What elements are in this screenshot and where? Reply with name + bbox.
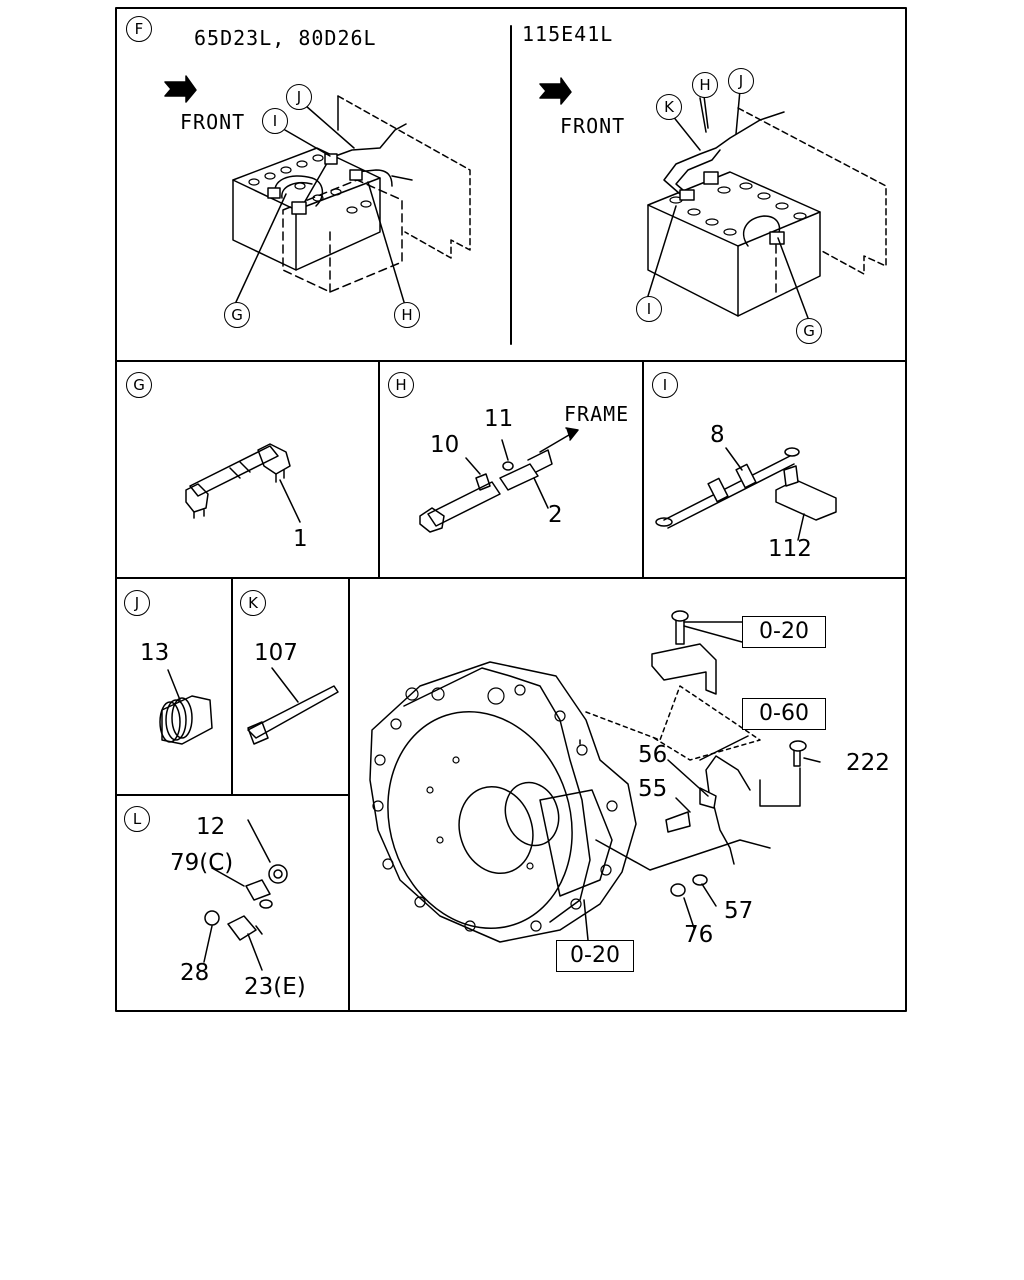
cable-g-drawing bbox=[185, 443, 301, 523]
front-label-right: FRONT bbox=[560, 114, 626, 138]
parts-l-drawing bbox=[203, 819, 288, 971]
section-mark-k: K bbox=[240, 590, 266, 616]
callout-g-right: G bbox=[796, 318, 822, 344]
grommet-j-drawing bbox=[159, 669, 213, 745]
part-number-8: 8 bbox=[710, 422, 725, 448]
callout-g-left: G bbox=[224, 302, 250, 328]
section-mark-l: L bbox=[124, 806, 150, 832]
tie-k-drawing bbox=[247, 667, 339, 745]
ref-box-0-60: 0-60 bbox=[742, 698, 826, 730]
part-number-13: 13 bbox=[140, 640, 170, 666]
part-number-23e: 23(E) bbox=[244, 974, 306, 1000]
callout-j-left: J bbox=[286, 84, 312, 110]
callout-j-right: J bbox=[728, 68, 754, 94]
right-battery-model: 115E41L bbox=[522, 22, 614, 46]
part-number-28: 28 bbox=[180, 960, 210, 986]
frame-label: FRAME bbox=[564, 402, 630, 426]
part-number-1: 1 bbox=[293, 526, 308, 552]
part-number-12: 12 bbox=[196, 814, 226, 840]
section-mark-h: H bbox=[388, 372, 414, 398]
callout-i-left: I bbox=[262, 108, 288, 134]
part-number-76: 76 bbox=[684, 922, 714, 948]
section-mark-j: J bbox=[124, 590, 150, 616]
callout-k-right: K bbox=[656, 94, 682, 120]
battery-left-assembly bbox=[164, 75, 471, 303]
part-number-55: 55 bbox=[638, 776, 668, 802]
part-number-57: 57 bbox=[724, 898, 754, 924]
callout-h-right: H bbox=[692, 72, 718, 98]
cable-i-drawing bbox=[655, 447, 837, 541]
ref-box-0-20-top: 0-20 bbox=[742, 616, 826, 648]
ref-box-0-20-bottom: 0-20 bbox=[556, 940, 634, 972]
callout-i-right: I bbox=[636, 296, 662, 322]
part-number-10: 10 bbox=[430, 432, 460, 458]
battery-right-assembly bbox=[539, 77, 887, 319]
part-number-79c: 79(C) bbox=[170, 850, 234, 876]
left-battery-models: 65D23L, 80D26L bbox=[194, 26, 377, 50]
frame-grid bbox=[115, 7, 907, 1012]
part-number-112: 112 bbox=[768, 536, 812, 562]
front-arrow-right bbox=[539, 77, 572, 105]
housing-drawing bbox=[369, 610, 821, 943]
section-mark-i: I bbox=[652, 372, 678, 398]
callout-h-left: H bbox=[394, 302, 420, 328]
part-number-11: 11 bbox=[484, 406, 514, 432]
section-mark-g: G bbox=[126, 372, 152, 398]
cable-h-drawing bbox=[419, 427, 579, 533]
part-number-107: 107 bbox=[254, 640, 298, 666]
part-number-222: 222 bbox=[846, 750, 890, 776]
section-mark-f: F bbox=[126, 16, 152, 42]
front-label-left: FRONT bbox=[180, 110, 246, 134]
part-number-56: 56 bbox=[638, 742, 668, 768]
part-number-2: 2 bbox=[548, 502, 563, 528]
front-arrow-left bbox=[164, 75, 197, 103]
